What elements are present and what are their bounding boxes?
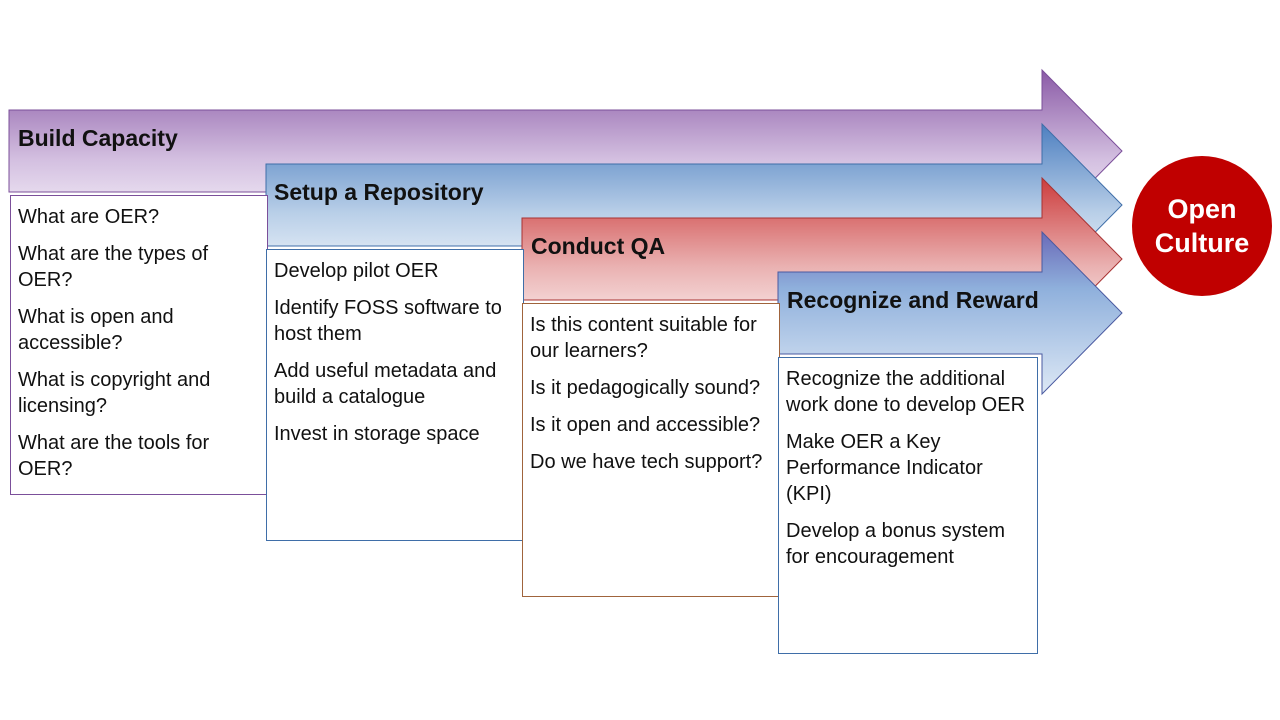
stage-item: Is this content suitable for our learner… — [530, 314, 757, 362]
stage-title-conduct-qa: Conduct QA — [531, 233, 666, 259]
stage-title-setup-repository: Setup a Repository — [274, 179, 484, 205]
stage-item: Is it open and accessible? — [530, 414, 761, 436]
stage-item: Add useful metadata and build a catalogu… — [274, 360, 497, 408]
stage-box-build-capacity: What are OER? What are the types of OER?… — [10, 195, 268, 495]
stage-title-recognize-reward: Recognize and Reward — [787, 287, 1039, 313]
stage-item: What is open and accessible? — [18, 306, 174, 354]
stage-box-setup-repository: Develop pilot OER Identify FOSS software… — [266, 249, 524, 541]
stage-item: What are the tools for OER? — [18, 432, 210, 480]
stage-item: Recognize the additional work done to de… — [786, 368, 1026, 416]
stage-box-recognize-reward: Recognize the additional work done to de… — [778, 357, 1038, 654]
stage-item: What is copyright and licensing? — [18, 369, 211, 417]
stage-item: Do we have tech support? — [530, 451, 763, 473]
stage-item: Develop pilot OER — [274, 260, 439, 282]
stage-box-conduct-qa: Is this content suitable for our learner… — [522, 303, 780, 597]
goal-circle: Open Culture — [1132, 156, 1272, 296]
stage-item: Develop a bonus system for encouragement — [786, 520, 1006, 568]
stage-item: Invest in storage space — [274, 423, 480, 445]
goal-label: Open Culture — [1154, 194, 1250, 258]
stage-item: Identify FOSS software to host them — [274, 297, 502, 345]
stage-item: What are the types of OER? — [18, 243, 209, 291]
stage-item: Make OER a Key Performance Indicator (KP… — [786, 431, 983, 505]
arrow-recognize-reward — [777, 230, 1123, 396]
stage-item: Is it pedagogically sound? — [530, 377, 761, 399]
stage-title-build-capacity: Build Capacity — [18, 125, 178, 151]
stage-item: What are OER? — [18, 206, 160, 228]
